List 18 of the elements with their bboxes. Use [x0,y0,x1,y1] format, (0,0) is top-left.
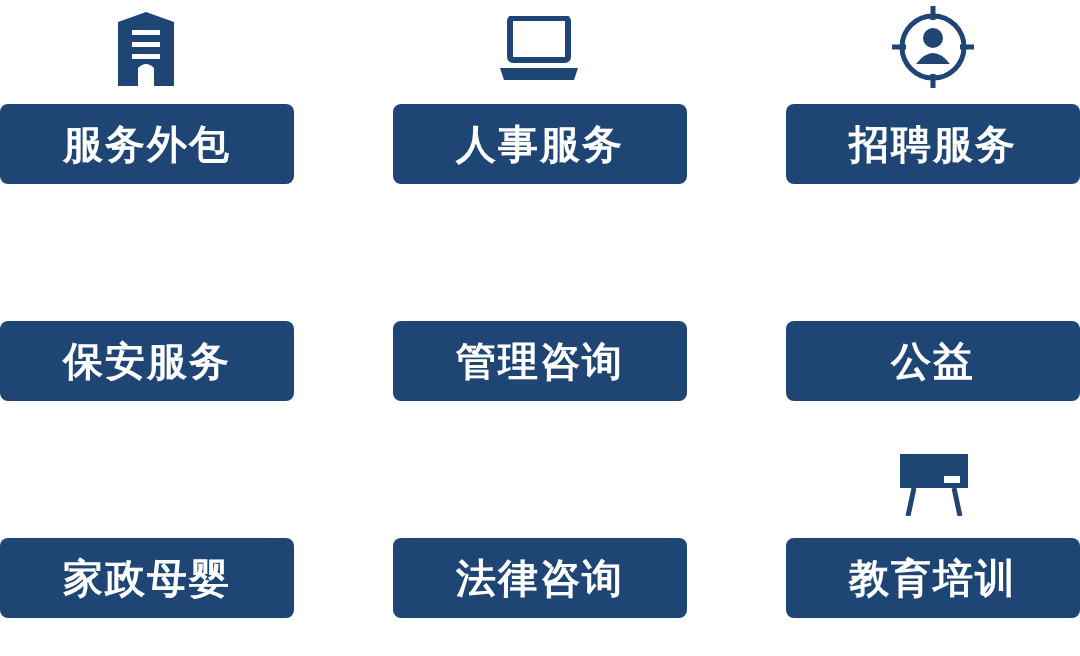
service-label: 保安服务 [63,336,231,386]
service-box [0,321,294,401]
service-box [0,104,294,184]
service-box [786,321,1080,401]
service-label: 服务外包 [63,119,231,169]
service-box [393,538,687,618]
service-label: 家政母婴 [63,553,231,603]
service-label: 招聘服务 [849,119,1017,169]
service-box [393,321,687,401]
service-box [786,538,1080,618]
service-label: 公益 [891,336,975,386]
service-box [393,104,687,184]
service-label: 管理咨询 [456,336,624,386]
service-label: 教育培训 [849,553,1017,603]
service-label: 人事服务 [456,119,624,169]
service-label: 法律咨询 [456,553,624,603]
service-box [0,538,294,618]
service-box [786,104,1080,184]
